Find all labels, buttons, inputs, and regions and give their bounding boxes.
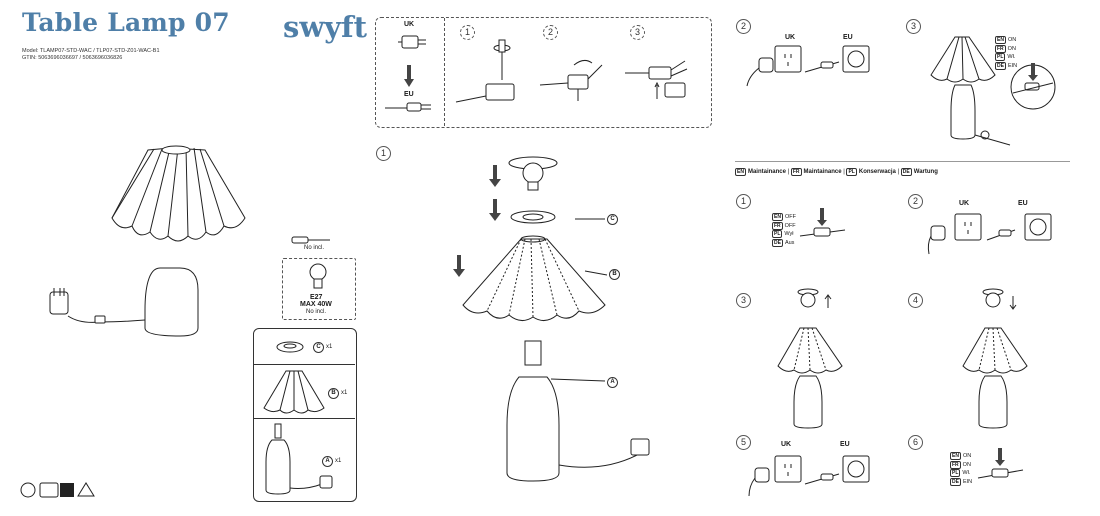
certification-marks [20, 482, 95, 498]
screwdriver-note: No incl. [304, 245, 325, 251]
remove-bulb-illustration [777, 288, 843, 429]
parts-divider [254, 364, 355, 365]
part-qty: x1 [341, 390, 348, 396]
maintenance-step-badge: 5 [736, 435, 751, 450]
part-c-ring [276, 341, 304, 353]
switch-off-illustration [799, 208, 846, 237]
part-letter: B [328, 388, 339, 399]
screwdriver-icon [291, 236, 330, 244]
assembly-illustration [453, 156, 650, 482]
maintenance-step-badge: 4 [908, 293, 923, 308]
plug-step2-illustration [539, 59, 603, 101]
maintenance-uk-label: UK [781, 441, 792, 448]
bulb-note: No incl. [306, 309, 327, 315]
plug-step3-illustration [625, 60, 688, 99]
model-number: Model: TLAMP07-STD-WAC / TLP07-STD-Z01-W… [22, 48, 160, 54]
arrow-down-icon [404, 65, 414, 87]
part-letter: C [313, 342, 324, 353]
parts-divider [254, 418, 355, 419]
maintenance-step-badge: 2 [908, 194, 923, 209]
bulb-icon [309, 263, 327, 289]
switch-on-illustration [930, 36, 1056, 146]
connect-step-badge: 2 [736, 19, 751, 34]
plug-step-badge: 3 [630, 25, 645, 40]
product-title: Table Lamp 07 [22, 8, 230, 37]
brand-logo: swyft [283, 10, 368, 44]
plug-uk-label: UK [404, 21, 415, 28]
plug-step1-illustration [455, 39, 515, 103]
part-letter: A [322, 456, 333, 467]
bulb-max: MAX 40W [300, 301, 332, 308]
plug-step-badge: 2 [543, 25, 558, 40]
replug-illustration [748, 455, 870, 497]
socket-uk-eu-illustration [746, 45, 870, 87]
bulb-box [282, 258, 356, 320]
section-divider [735, 161, 1070, 162]
assembly-label: C [607, 214, 618, 225]
plug-change-box [375, 17, 712, 128]
replace-bulb-illustration [962, 288, 1028, 429]
part-a-base [265, 423, 333, 495]
maintenance-step-badge: 1 [736, 194, 751, 209]
connect-step-badge: 3 [906, 19, 921, 34]
connect-uk-label: UK [785, 34, 796, 41]
maintenance-step-badge: 3 [736, 293, 751, 308]
bulb-type: E27 [310, 294, 323, 301]
maintenance-eu-label: EU [840, 441, 850, 448]
maintenance-step-badge: 6 [908, 435, 923, 450]
uk-plug-icon [398, 35, 426, 49]
eu-plug-icon [385, 102, 431, 112]
plug-change-divider [444, 18, 445, 126]
switch-on-final-illustration [977, 448, 1024, 479]
assembly-label: B [609, 269, 620, 280]
maintenance-uk-label: UK [959, 200, 970, 207]
part-qty: x1 [326, 344, 333, 350]
hero-lamp-illustration [49, 145, 246, 337]
parts-list-box [253, 328, 357, 502]
unplug-illustration [927, 213, 1052, 255]
assembly-label: A [607, 377, 618, 388]
connect-eu-label: EU [843, 34, 853, 41]
gtin-number: GTIN: 5063696036697 / 5063696036826 [22, 55, 123, 61]
assembly-step-badge: 1 [376, 146, 391, 161]
part-qty: x1 [335, 458, 342, 464]
plug-step-badge: 1 [460, 25, 475, 40]
plug-eu-label: EU [404, 91, 414, 98]
maintenance-eu-label: EU [1018, 200, 1028, 207]
part-b-shade [263, 370, 325, 414]
